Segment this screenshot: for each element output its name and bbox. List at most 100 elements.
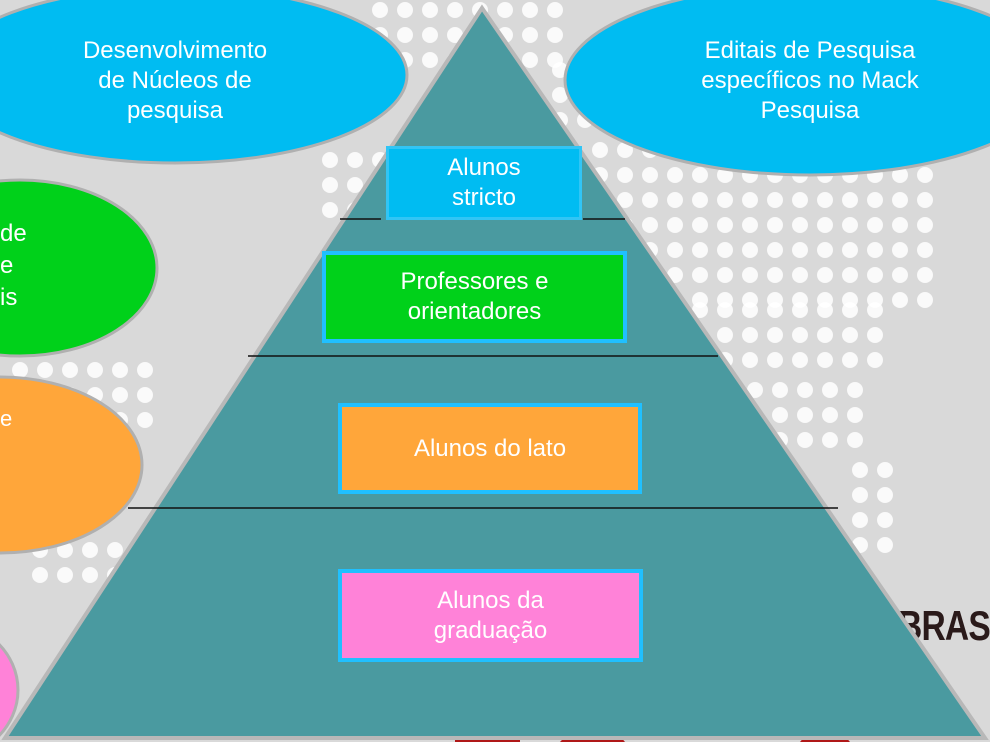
map-dot xyxy=(692,217,708,233)
map-dot xyxy=(877,462,893,478)
map-dot xyxy=(592,142,608,158)
map-dot xyxy=(847,432,863,448)
pyramid-level-lato: Alunos do lato xyxy=(338,403,642,494)
map-dot xyxy=(692,167,708,183)
map-dot xyxy=(772,382,788,398)
map-dot xyxy=(742,352,758,368)
map-dot xyxy=(742,242,758,258)
map-dot xyxy=(917,267,933,283)
map-dot xyxy=(892,192,908,208)
map-dot xyxy=(747,382,763,398)
map-dot xyxy=(792,217,808,233)
map-dot xyxy=(852,487,868,503)
map-dot xyxy=(107,542,123,558)
map-dot xyxy=(372,2,388,18)
map-dot xyxy=(892,217,908,233)
map-dot xyxy=(792,192,808,208)
map-dot xyxy=(692,242,708,258)
map-dot xyxy=(822,432,838,448)
map-dot xyxy=(852,462,868,478)
map-dot xyxy=(817,267,833,283)
map-dot xyxy=(667,192,683,208)
map-dot xyxy=(917,192,933,208)
bubble-orange-label: e xyxy=(0,406,13,431)
map-dot xyxy=(842,242,858,258)
map-dot xyxy=(717,242,733,258)
background-red-logo-fragment xyxy=(455,728,850,742)
map-dot xyxy=(347,177,363,193)
map-dot xyxy=(892,242,908,258)
pyramid-level-graduacao: Alunos da graduação xyxy=(338,569,643,662)
map-dot xyxy=(742,192,758,208)
map-dot xyxy=(767,352,783,368)
map-dot xyxy=(137,387,153,403)
map-dot xyxy=(842,267,858,283)
map-dot xyxy=(12,362,28,378)
map-dot xyxy=(842,302,858,318)
map-dot xyxy=(642,167,658,183)
map-dot xyxy=(617,192,633,208)
map-dot xyxy=(742,267,758,283)
map-dot xyxy=(817,327,833,343)
map-dot xyxy=(767,217,783,233)
map-dot xyxy=(892,267,908,283)
map-dot xyxy=(742,217,758,233)
map-dot xyxy=(792,327,808,343)
map-dot xyxy=(767,327,783,343)
map-dot xyxy=(547,2,563,18)
map-dot xyxy=(522,27,538,43)
map-dot xyxy=(822,382,838,398)
map-dot xyxy=(692,302,708,318)
map-dot xyxy=(422,52,438,68)
map-dot xyxy=(617,167,633,183)
bubble-top-right xyxy=(563,0,990,177)
map-dot xyxy=(792,242,808,258)
map-dot xyxy=(347,152,363,168)
map-dot xyxy=(82,567,98,583)
map-dot xyxy=(767,242,783,258)
map-dot xyxy=(792,302,808,318)
map-dot xyxy=(642,217,658,233)
map-dot xyxy=(422,2,438,18)
bubble-green-left xyxy=(0,178,159,358)
map-dot xyxy=(817,217,833,233)
map-dot xyxy=(692,192,708,208)
map-dot xyxy=(842,217,858,233)
map-dot xyxy=(867,302,883,318)
bubble-green-label: de e is xyxy=(0,220,27,311)
map-dot xyxy=(817,302,833,318)
map-dot xyxy=(522,2,538,18)
map-dot xyxy=(917,167,933,183)
bubble-orange-left xyxy=(0,375,144,555)
map-dot xyxy=(137,412,153,428)
map-dot xyxy=(717,192,733,208)
pyramid-level-professores: Professores e orientadores xyxy=(322,251,627,343)
map-dot xyxy=(817,242,833,258)
map-dot xyxy=(852,512,868,528)
pyramid-shape xyxy=(1,4,989,740)
map-dot xyxy=(112,387,128,403)
map-dot xyxy=(892,167,908,183)
map-dot xyxy=(497,2,513,18)
map-dot xyxy=(322,202,338,218)
map-dot xyxy=(667,242,683,258)
map-dot xyxy=(617,142,633,158)
map-dot xyxy=(792,352,808,368)
map-dot xyxy=(867,267,883,283)
map-dot xyxy=(772,407,788,423)
map-dot xyxy=(717,217,733,233)
bubble-pink-left xyxy=(0,643,20,737)
map-dot xyxy=(842,327,858,343)
map-dot xyxy=(847,382,863,398)
map-dot xyxy=(552,87,568,103)
map-dot xyxy=(842,352,858,368)
map-dot xyxy=(867,352,883,368)
map-dot xyxy=(797,382,813,398)
map-dot xyxy=(642,192,658,208)
map-dot xyxy=(717,302,733,318)
map-dot xyxy=(867,327,883,343)
map-dot xyxy=(112,362,128,378)
map-dot xyxy=(847,407,863,423)
